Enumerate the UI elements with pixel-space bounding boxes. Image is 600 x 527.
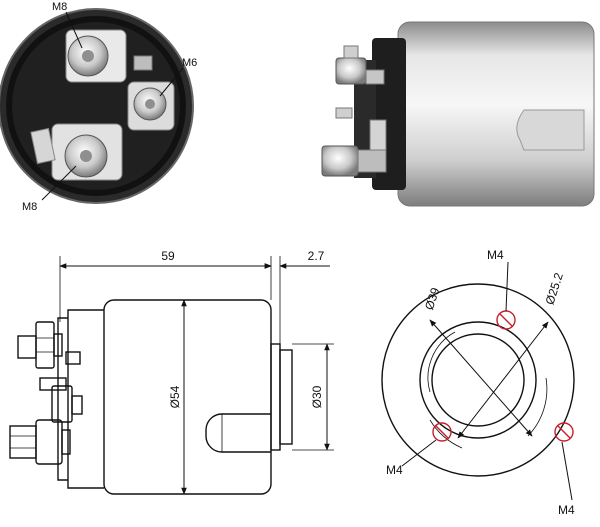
solenoid-body-outline	[103, 299, 272, 495]
outer-diameter-label: Ø39	[422, 286, 442, 312]
left-hole-label: M4	[386, 463, 403, 477]
top-mount-hole	[496, 310, 516, 330]
top-hole-leader	[505, 261, 509, 312]
end-cap-photo: M8 M6 M8	[0, 1, 197, 213]
right-mount-hole	[554, 422, 574, 442]
body-diameter-label: Ø54	[168, 385, 182, 408]
left-hole-leader	[401, 439, 437, 467]
right-terminal-leader	[159, 67, 184, 97]
right-terminal-label: M6	[182, 57, 197, 69]
solenoid-side-photo	[321, 21, 595, 207]
hole-circle-label: Ø25.2	[542, 271, 566, 307]
right-hole-label: M4	[558, 503, 575, 517]
top-terminal-post	[65, 29, 127, 83]
side-view-drawing: 59 2.7 Ø54 Ø30	[9, 249, 334, 495]
hole-circle-line	[457, 321, 549, 439]
bottom-terminal-label: M8	[22, 201, 37, 213]
lower-stud	[321, 119, 387, 177]
bottom-terminal-post	[51, 123, 123, 181]
length-dimension-label: 59	[161, 249, 175, 263]
top-terminal-leader	[65, 11, 83, 49]
boss-diameter-label: Ø30	[310, 385, 324, 408]
bottom-terminal-leader	[41, 165, 77, 201]
outer-flange-circle	[381, 283, 575, 477]
top-terminal-label: M8	[52, 1, 67, 13]
front-view-drawing: Ø39 Ø25.2 M4 M4 M4	[381, 248, 575, 517]
right-hole-leader	[561, 441, 573, 501]
flange-dimension-label: 2.7	[308, 249, 325, 263]
top-hole-label: M4	[487, 248, 504, 262]
right-terminal-post	[127, 81, 175, 131]
upper-stud	[335, 45, 385, 85]
